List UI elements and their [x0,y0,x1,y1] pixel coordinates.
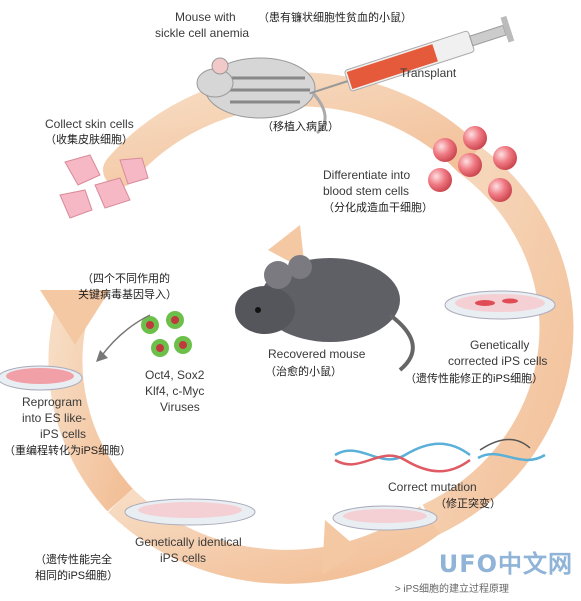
label-reprog-en3: iPS cells [40,427,87,441]
label-diff-zh: （分化成造血干细胞） [323,202,433,214]
label-identical-en2: iPS cells [160,551,207,565]
syringe-icon [309,15,515,95]
dna-strand-illustration [334,438,546,473]
label-diff-en2: blood stem cells [323,184,410,198]
label-transplant-zh: （移植入病鼠） [262,121,339,133]
label-identical-en1: Genetically identical [135,535,242,549]
label-identical-zh1: （遗传性能完全 [35,554,112,566]
sick-mouse-illustration [196,57,327,135]
label-factors-2: Klf4, c-Myc [145,384,205,398]
label-diff-en1: Differentiate into [323,168,411,182]
label-corrected-en1: Genetically [470,338,530,352]
label-mouse-sick-zh: （患有镰状细胞性贫血的小鼠） [258,12,412,24]
label-mouse-sick-en: Mouse with [175,10,236,24]
label-reprog-en1: Reprogram [22,395,83,409]
arrow-head-left [40,290,110,345]
label-corrected-zh: （遗传性能修正的iPS细胞） [405,373,544,385]
watermark-logo: UFO中文网 [438,550,573,578]
label-correct-mutation-zh: （修正突变） [435,498,501,510]
recovered-mouse-illustration [235,255,415,372]
label-mouse-sick-en2: sickle cell anemia [155,26,250,40]
blood-stem-cells-illustration [428,126,517,202]
dish-bottom-center [124,498,256,526]
label-identical-zh2: 相同的iPS细胞） [35,570,119,582]
dish-right [444,290,556,320]
pointer-arrow [99,314,151,359]
dish-bottom-right [332,505,438,531]
label-recovered-en: Recovered mouse [268,347,366,361]
label-reprog-zh: （重编程转化为iPS细胞） [4,445,132,457]
label-factors-3: Viruses [160,400,200,414]
label-corrected-en2: corrected iPS cells [448,354,548,368]
label-collect-zh: （收集皮肤细胞） [45,134,133,146]
virus-particles-illustration [141,311,192,357]
arrow-head-bottom [322,520,360,575]
label-transplant-en: Transplant [400,66,457,80]
label-reprog-en2: into ES like- [22,411,87,425]
skin-cells-illustration [59,154,149,219]
figure-caption: > iPS细胞的建立过程原理 [394,584,509,595]
label-virus-zh2: 关键病毒基因导入） [78,289,177,301]
label-virus-zh1: （四个不同作用的 [82,273,170,285]
label-recovered-zh: （治愈的小鼠） [265,366,342,378]
label-factors-1: Oct4, Sox2 [145,368,205,382]
label-correct-mutation-en: Correct mutation [388,480,477,494]
dish-left [0,365,83,391]
label-collect-en: Collect skin cells [45,117,134,131]
